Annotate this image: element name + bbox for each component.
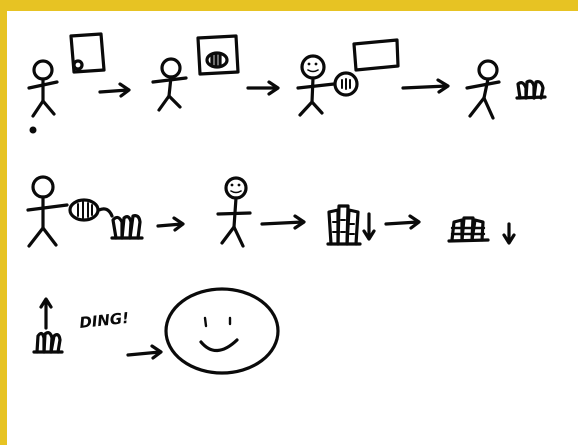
dot-mark [30,127,37,134]
ding-label: DING! [79,309,130,332]
row1-step4-figure [467,61,545,118]
row2-step2-figure [218,178,250,246]
row1-step3-figure [298,40,398,115]
arrow-right-icon [100,84,129,96]
stick-figure-icon [298,56,334,115]
fries-icon [449,218,488,241]
stick-figure-icon [467,61,499,118]
arrow-right-icon [128,346,161,358]
fries-icon [34,333,62,352]
stick-figure-icon [218,178,250,246]
stick-figure-icon [28,177,67,246]
stick-figure-icon [153,59,186,110]
row2-step1-figure [28,177,142,246]
arrow-down-icon [504,224,514,243]
row1-step2-figure [153,36,238,110]
arrow-down-icon [364,214,374,239]
fries-icon [112,216,142,238]
arrow-curve [99,209,112,216]
fries-icon [328,206,360,244]
arrow-right-icon [262,216,304,228]
paper-sheet-icon [198,36,238,74]
fries-icon [517,81,545,98]
stick-figure-icon [29,61,57,116]
row2-step4-fries-down [449,218,514,243]
row2-step3-fries-down [328,206,374,244]
arrow-right-icon [248,82,278,94]
smiley-face-icon [166,289,278,373]
row3-fries-up [34,299,62,352]
paper-sheet-icon [354,40,398,70]
arrow-right-icon [158,218,183,230]
dough-icon [335,73,357,95]
paper-sheet-icon [71,34,104,72]
arrow-right-icon [386,216,419,228]
arrow-right-icon [403,80,448,92]
dough-icon [70,200,98,220]
row1-step1-figure [29,34,104,134]
arrow-up-icon [41,299,51,328]
